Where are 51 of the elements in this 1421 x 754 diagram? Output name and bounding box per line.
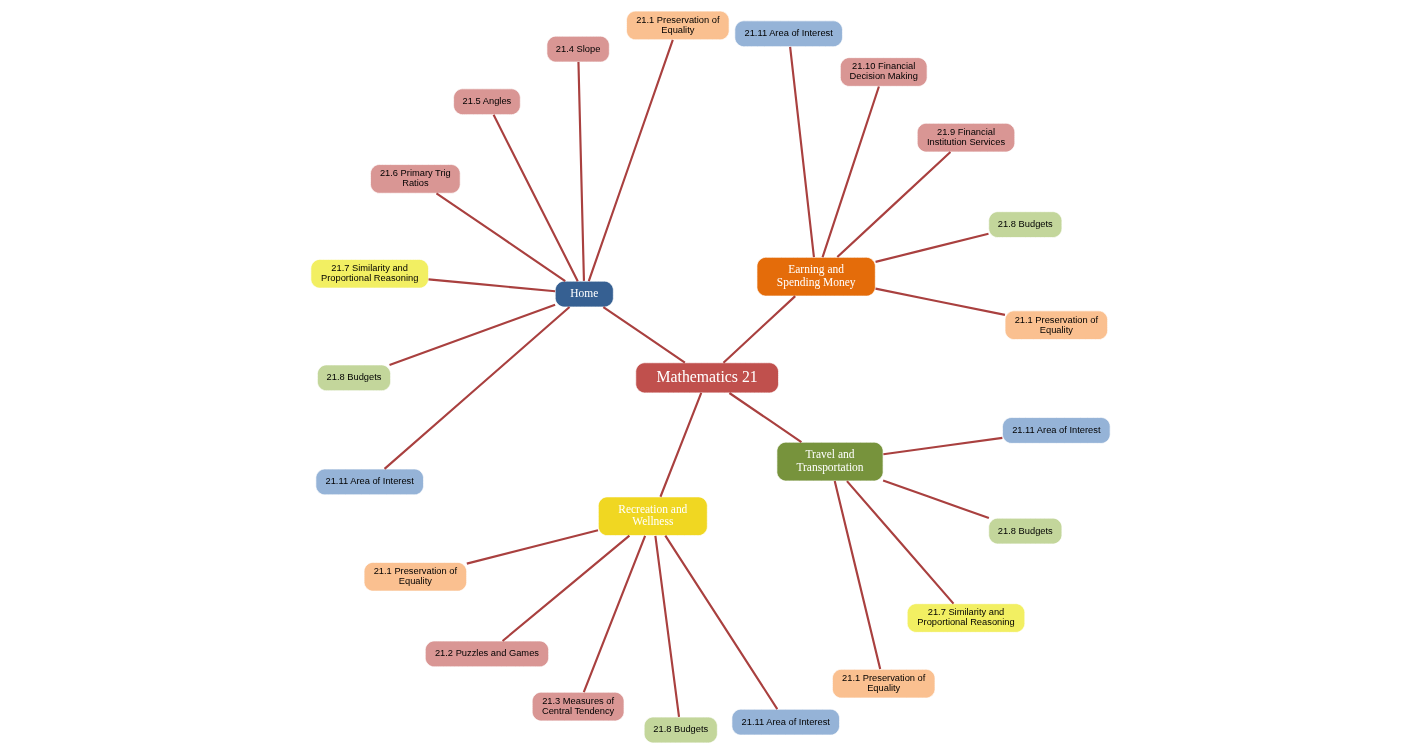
connector — [577, 62, 586, 281]
node-box: Earning and Spending Money — [756, 256, 876, 297]
node-box: 21.8 Budgets — [988, 211, 1063, 238]
connector — [821, 86, 880, 258]
node-box: 21.8 Budgets — [643, 716, 718, 744]
node-box: 21.6 Primary Trig Ratios — [370, 164, 461, 194]
node-box: 21.11 Area of Interest — [315, 468, 424, 496]
connector — [728, 392, 803, 443]
node-box: 21.10 Financial Decision Making — [839, 57, 928, 87]
node-box: 21.11 Area of Interest — [734, 20, 843, 48]
connector — [389, 303, 556, 366]
node-box: 21.4 Slope — [546, 35, 610, 63]
node-box: 21.1 Preservation of Equality — [363, 562, 467, 592]
node-box: 21.7 Similarity and Proportional Reasoning — [310, 259, 429, 289]
node-box: 21.11 Area of Interest — [1002, 417, 1111, 444]
node-box: 21.2 Puzzles and Games — [424, 640, 549, 668]
connector — [435, 192, 566, 282]
connector — [659, 392, 703, 498]
node-box: 21.8 Budgets — [988, 517, 1063, 545]
node-box: Home — [554, 280, 614, 308]
connector — [833, 480, 882, 670]
connector — [428, 278, 556, 293]
node-box: Mathematics 21 — [635, 362, 779, 394]
connector — [582, 535, 647, 693]
node-box: 21.9 Financial Institution Services — [916, 122, 1016, 153]
connector — [722, 295, 796, 364]
connector — [501, 534, 631, 642]
connector — [587, 39, 674, 282]
connector — [875, 232, 989, 263]
node-box: 21.1 Preservation of Equality — [1004, 310, 1108, 340]
node-box: 21.1 Preservation of Equality — [832, 668, 936, 699]
node-box: Recreation and Wellness — [597, 496, 708, 536]
node-box: 21.7 Similarity and Proportional Reasoning — [906, 603, 1026, 633]
connector — [883, 436, 1003, 456]
connector — [882, 479, 990, 520]
connector — [602, 306, 686, 364]
connector — [875, 287, 1006, 316]
connector — [492, 114, 579, 282]
node-box: 21.8 Budgets — [317, 364, 391, 392]
connector — [654, 535, 681, 717]
node-box: 21.11 Area of Interest — [731, 708, 840, 736]
node-box: 21.3 Measures of Central Tendency — [531, 691, 625, 722]
connector — [789, 46, 815, 258]
connector — [836, 151, 952, 258]
connector — [846, 480, 955, 605]
node-box: Travel and Transportation — [776, 441, 884, 482]
connector — [383, 306, 571, 470]
node-box: 21.5 Angles — [453, 88, 521, 115]
node-box: 21.1 Preservation of Equality — [626, 10, 730, 41]
connector — [466, 529, 599, 565]
connector — [664, 535, 779, 710]
